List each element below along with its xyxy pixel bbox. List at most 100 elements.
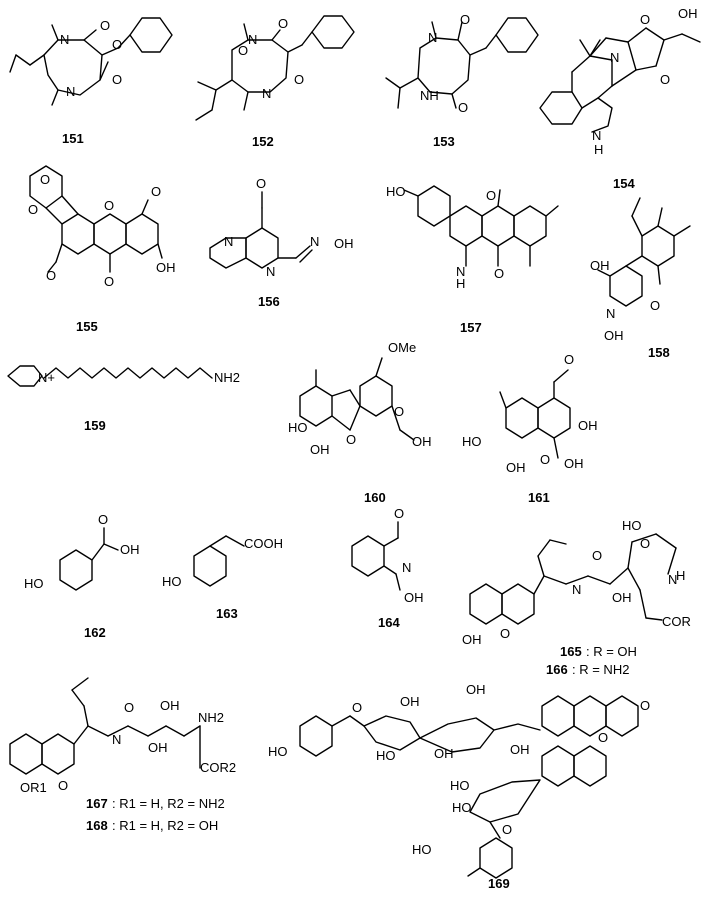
compound-label-168: 168 [86, 818, 108, 833]
atom-o: O [640, 536, 650, 551]
atom-nh2: NH2 [214, 370, 240, 385]
atom-o: O [346, 432, 356, 447]
atom-n: N [606, 306, 615, 321]
atom-oh: OH [466, 682, 486, 697]
structure-160: OMe HO OH O O OH 160 [288, 340, 432, 505]
structure-157: HO O N H O 157 [386, 184, 559, 335]
atom-n: N [248, 32, 257, 47]
atom-n: N [456, 264, 465, 279]
atom-oh: OH [334, 236, 354, 251]
atom-n: N [428, 30, 437, 45]
atom-ho: HO [24, 576, 44, 591]
structure-152: O N N O O 152 [195, 15, 355, 149]
atom-o: O [500, 626, 510, 641]
atom-o: O [294, 72, 304, 87]
atom-oh: OH [612, 590, 632, 605]
atom-o: O [592, 548, 602, 563]
atom-ho: HO [386, 184, 406, 199]
atom-cor2: COR2 [200, 760, 236, 775]
compound-label-155: 155 [76, 319, 98, 334]
compound-label-160: 160 [364, 490, 386, 505]
structure-159: N+ NH2 159 [7, 365, 240, 433]
atom-oh: OH [404, 590, 424, 605]
structure-169: HO O OH HO OH OH OH O O HO HO O HO 169 [268, 682, 650, 891]
atom-o: O [278, 16, 288, 31]
atom-oh: OH [564, 456, 584, 471]
atom-o: O [46, 268, 56, 283]
compound-label-166: 166 [546, 662, 568, 677]
compound-label-167: 167 [86, 796, 108, 811]
atom-o: O [151, 184, 161, 199]
atom-oh: OH [578, 418, 598, 433]
atom-o: O [58, 778, 68, 793]
atom-oh: OH [678, 6, 698, 21]
atom-or1: OR1 [20, 780, 47, 795]
atom-o: O [458, 100, 468, 115]
compound-label-157: 157 [460, 320, 482, 335]
structure-162: O OH HO 162 [24, 512, 140, 640]
atom-ome: OMe [388, 340, 416, 355]
compound-label-151: 151 [62, 131, 84, 146]
atom-o: O [104, 274, 114, 289]
atom-n: N [66, 84, 75, 99]
atom-o: O [112, 37, 122, 52]
structure-153: N O NH O 153 [385, 12, 539, 149]
atom-o: O [104, 198, 114, 213]
compound-label-156: 156 [258, 294, 280, 309]
compound-label-158: 158 [648, 345, 670, 360]
atom-n-plus: N+ [38, 370, 55, 385]
atom-oh: OH [434, 746, 454, 761]
structure-156: O N N N OH 156 [209, 176, 354, 309]
atom-nh2: NH2 [198, 710, 224, 725]
structure-155: O O O O O O OH 155 [28, 165, 176, 334]
compound-label-163: 163 [216, 606, 238, 621]
atom-n: N [262, 86, 271, 101]
atom-o: O [124, 700, 134, 715]
atom-o: O [352, 700, 362, 715]
atom-o: O [564, 352, 574, 367]
atom-ho: HO [268, 744, 288, 759]
compound-label-161: 161 [528, 490, 550, 505]
atom-h: H [456, 276, 465, 291]
atom-o: O [394, 506, 404, 521]
atom-ho: HO [452, 800, 472, 815]
atom-n: N [572, 582, 581, 597]
atom-oh: OH [156, 260, 176, 275]
compound-label-159: 159 [84, 418, 106, 433]
atom-o: O [494, 266, 504, 281]
structure-151: N N O O O 151 [9, 17, 173, 146]
atom-oh: OH [506, 460, 526, 475]
atom-o: O [98, 512, 108, 527]
compound-definition-165: : R = OH [586, 644, 637, 659]
atom-o: O [486, 188, 496, 203]
compound-label-153: 153 [433, 134, 455, 149]
structure-165-166: N O OH HO O N H COR O OH 165 : R = OH 16… [462, 518, 691, 677]
atom-oh: OH [510, 742, 530, 757]
compound-label-152: 152 [252, 134, 274, 149]
structure-158: OH N OH O 158 [590, 197, 691, 360]
atom-oh: OH [462, 632, 482, 647]
compound-label-162: 162 [84, 625, 106, 640]
atom-n: N [592, 128, 601, 143]
atom-ho: HO [462, 434, 482, 449]
atom-oh: OH [160, 698, 180, 713]
atom-o: O [598, 730, 608, 745]
atom-o: O [394, 404, 404, 419]
atom-o: O [540, 452, 550, 467]
atom-oh: OH [400, 694, 420, 709]
atom-ho: HO [412, 842, 432, 857]
atom-o: O [256, 176, 266, 191]
compound-label-169: 169 [488, 876, 510, 891]
atom-oh: OH [590, 258, 610, 273]
compound-definition-166: : R = NH2 [572, 662, 629, 677]
atom-h: H [676, 568, 685, 583]
atom-o: O [28, 202, 38, 217]
atom-n: N [402, 560, 411, 575]
compound-label-164: 164 [378, 615, 400, 630]
atom-ho: HO [162, 574, 182, 589]
atom-o: O [238, 43, 248, 58]
atom-o: O [112, 72, 122, 87]
compound-definition-168: : R1 = H, R2 = OH [112, 818, 218, 833]
atom-n: N [668, 572, 677, 587]
